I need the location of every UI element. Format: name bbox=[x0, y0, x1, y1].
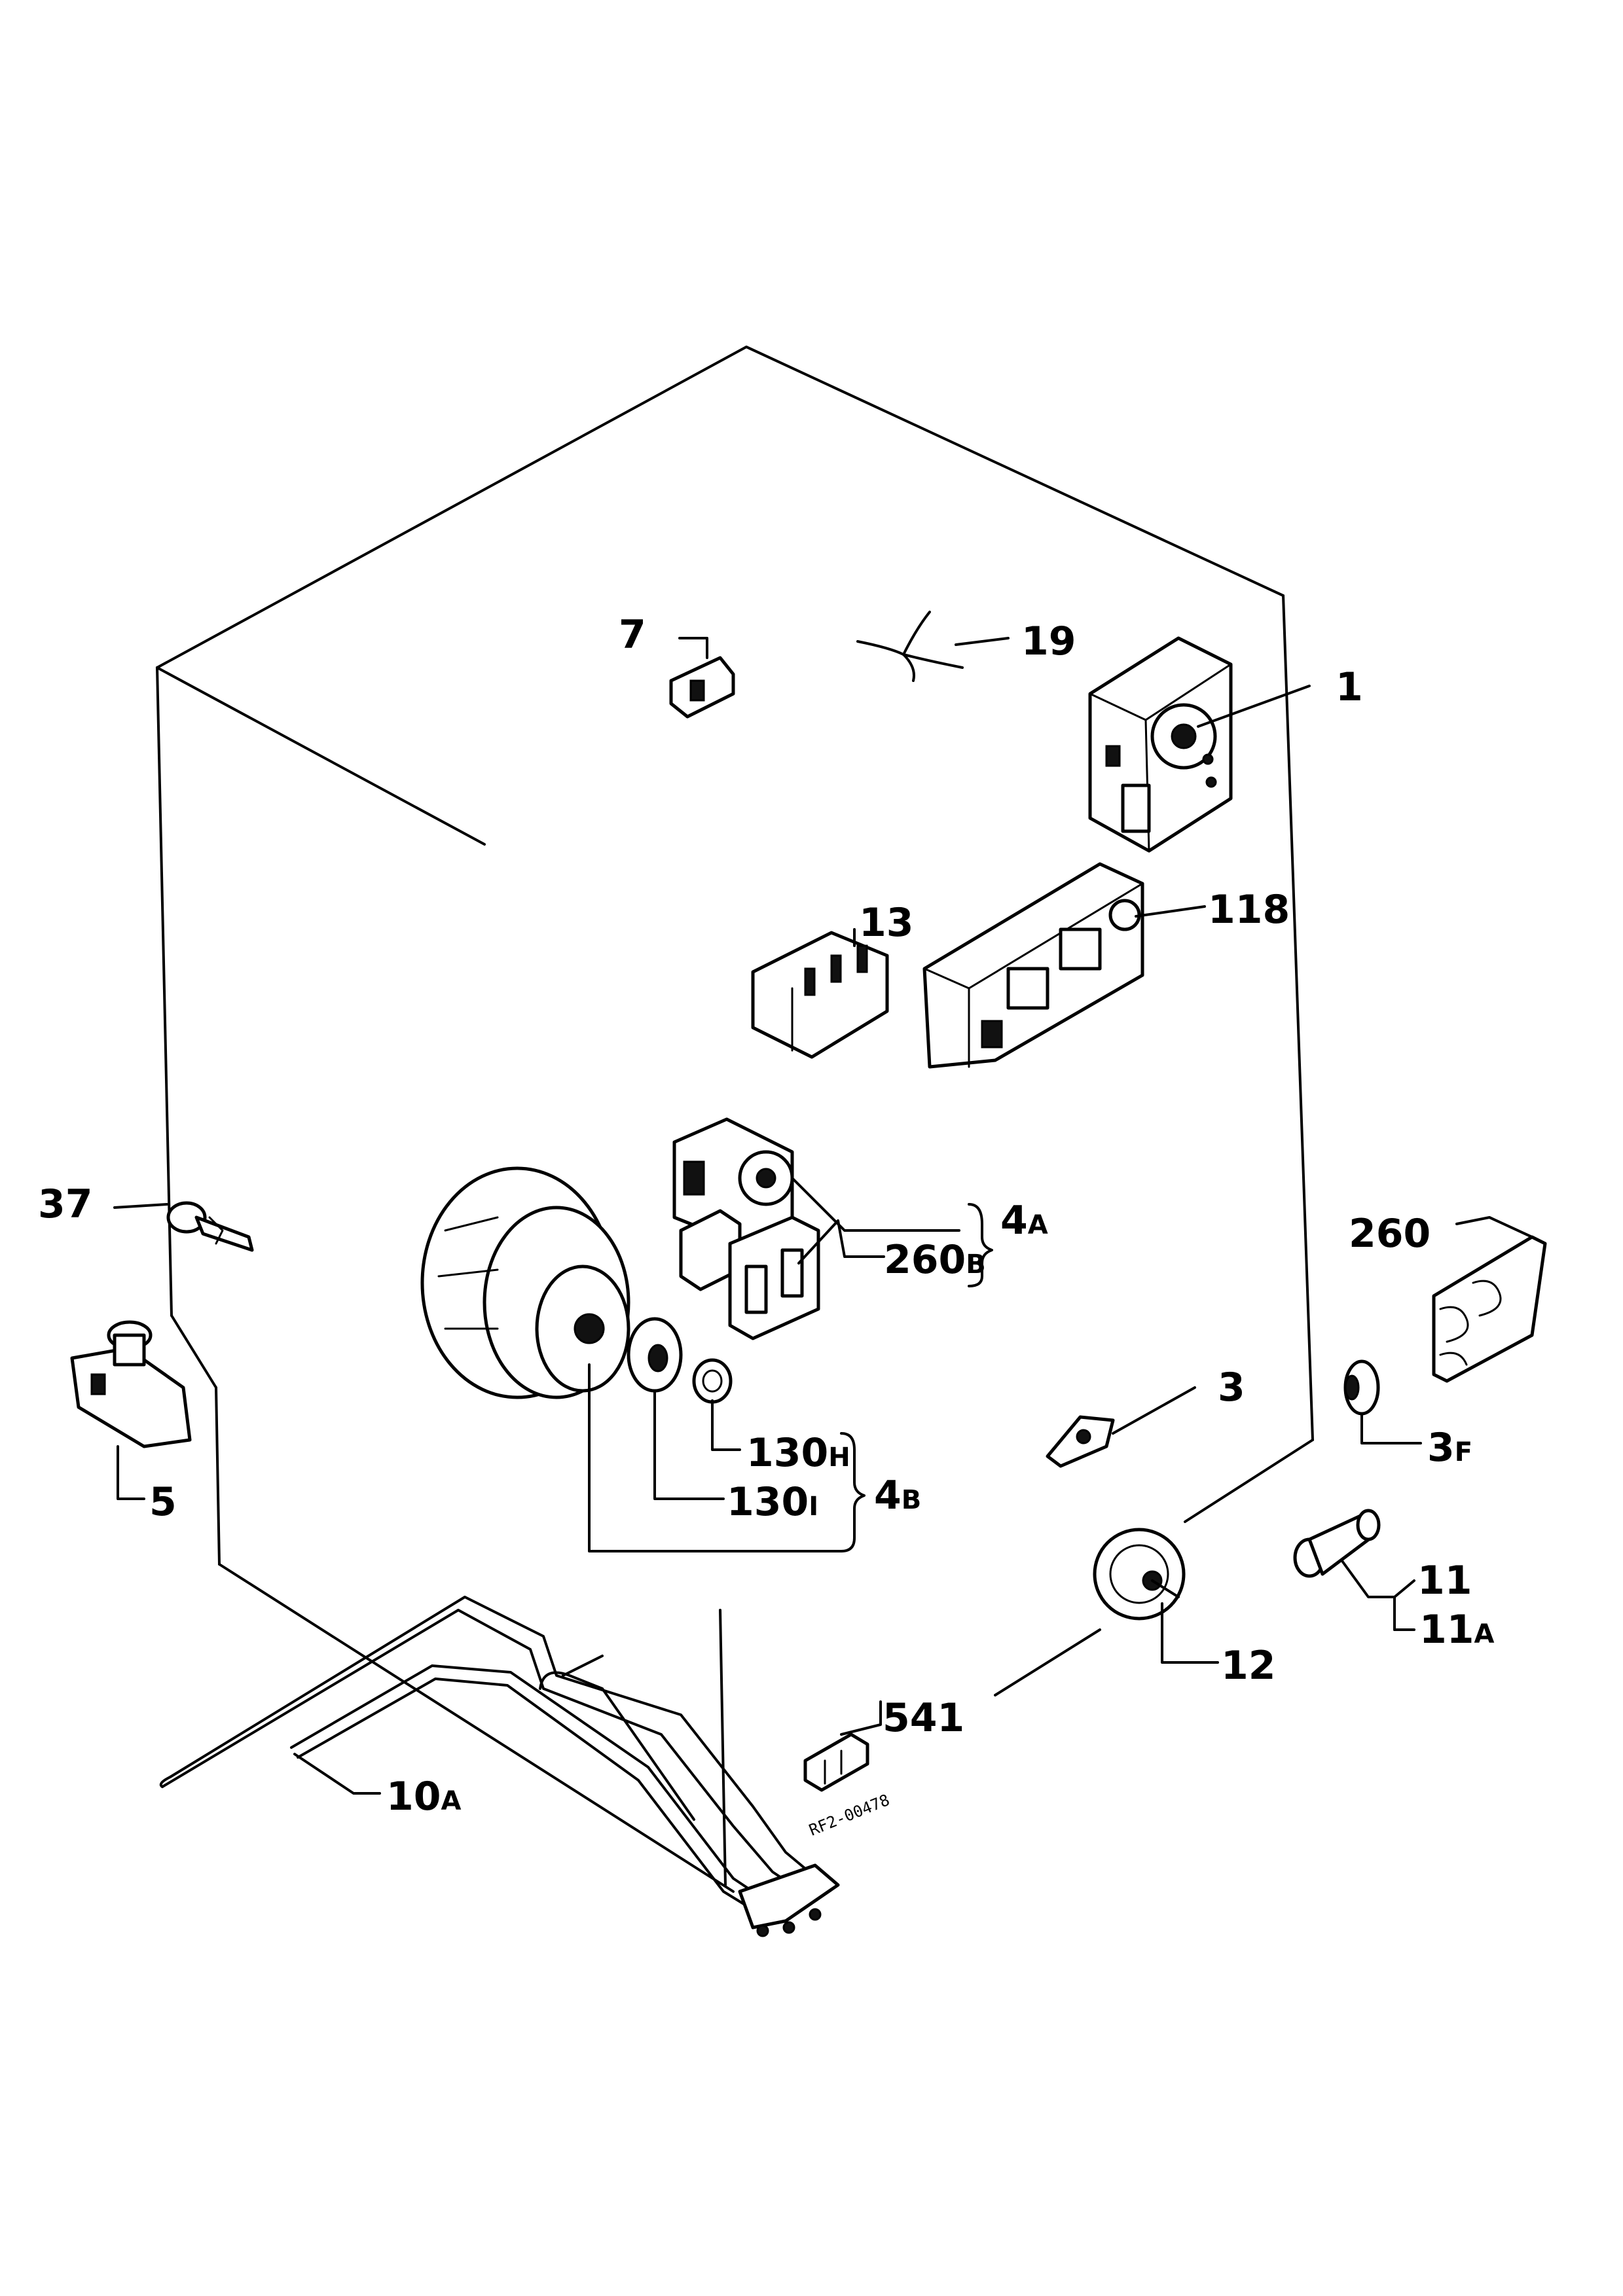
label-12: 12 bbox=[1221, 1643, 1276, 1689]
drawing-code: RF2-00478 bbox=[807, 1791, 892, 1840]
label-5: 5 bbox=[149, 1479, 177, 1525]
label-130i-main: 130 bbox=[727, 1479, 809, 1525]
label-260b-sub: B bbox=[966, 1249, 986, 1280]
label-4a-main: 4 bbox=[1000, 1198, 1028, 1244]
pump-motor-part bbox=[672, 1117, 794, 1291]
label-11: 11 bbox=[1417, 1558, 1472, 1604]
connector-541-part bbox=[803, 1732, 869, 1792]
capacitor-part bbox=[1293, 1509, 1381, 1578]
label-4a-sub: A bbox=[1028, 1210, 1048, 1240]
motor-bearing-part bbox=[627, 1317, 683, 1393]
label-3f: 3F bbox=[1427, 1425, 1472, 1471]
bracket-260-part bbox=[1432, 1235, 1547, 1383]
label-4b-sub: B bbox=[902, 1485, 922, 1515]
switch-part bbox=[669, 656, 735, 719]
heating-element-part bbox=[159, 1596, 840, 1937]
label-10a-main: 10 bbox=[386, 1774, 441, 1820]
label-130i-sub: I bbox=[809, 1492, 818, 1522]
pump-bracket-part bbox=[728, 1215, 820, 1340]
label-3f-sub: F bbox=[1455, 1437, 1472, 1467]
leader-lines bbox=[113, 637, 1533, 1795]
label-541: 541 bbox=[883, 1695, 964, 1741]
label-260b-main: 260 bbox=[884, 1237, 966, 1283]
label-260: 260 bbox=[1349, 1211, 1431, 1257]
motor-bush-part bbox=[692, 1358, 733, 1404]
label-3f-main: 3 bbox=[1427, 1425, 1455, 1471]
label-130i: 130I bbox=[727, 1479, 818, 1525]
label-37: 37 bbox=[38, 1181, 93, 1227]
label-4b: 4B bbox=[874, 1473, 921, 1518]
label-3: 3 bbox=[1218, 1365, 1245, 1410]
label-11a: 11A bbox=[1419, 1607, 1495, 1653]
timer-programmer-part bbox=[1088, 636, 1233, 853]
part-labels: 1 7 19 13 118 4A 260B 37 260 3 3F 130H 1… bbox=[38, 612, 1495, 1840]
label-130h-main: 130 bbox=[746, 1430, 828, 1476]
seal-3f-part bbox=[1343, 1359, 1380, 1416]
label-11a-main: 11 bbox=[1419, 1607, 1474, 1653]
inlet-valve-part bbox=[70, 1320, 192, 1448]
label-19: 19 bbox=[1021, 619, 1076, 664]
label-4b-main: 4 bbox=[874, 1473, 902, 1518]
wash-motor-part bbox=[420, 1166, 630, 1399]
fitting-37-part bbox=[166, 1201, 254, 1252]
label-260b: 260B bbox=[884, 1237, 986, 1283]
terminal-block-part bbox=[751, 931, 889, 1059]
label-118: 118 bbox=[1208, 887, 1290, 933]
label-7: 7 bbox=[619, 612, 646, 658]
pressure-switch-part bbox=[1093, 1528, 1186, 1621]
label-130h: 130H bbox=[746, 1430, 850, 1476]
label-10a: 10A bbox=[386, 1774, 462, 1820]
label-10a-sub: A bbox=[441, 1786, 462, 1816]
control-module-part bbox=[922, 862, 1144, 1069]
cabinet-outline bbox=[156, 346, 1314, 1893]
sensor-3-part bbox=[1046, 1415, 1115, 1468]
label-13: 13 bbox=[859, 900, 914, 946]
label-11a-sub: A bbox=[1474, 1619, 1495, 1649]
wire-part bbox=[856, 611, 964, 682]
label-130h-sub: H bbox=[828, 1443, 850, 1473]
label-4a: 4A bbox=[1000, 1198, 1048, 1244]
label-1: 1 bbox=[1336, 664, 1363, 710]
